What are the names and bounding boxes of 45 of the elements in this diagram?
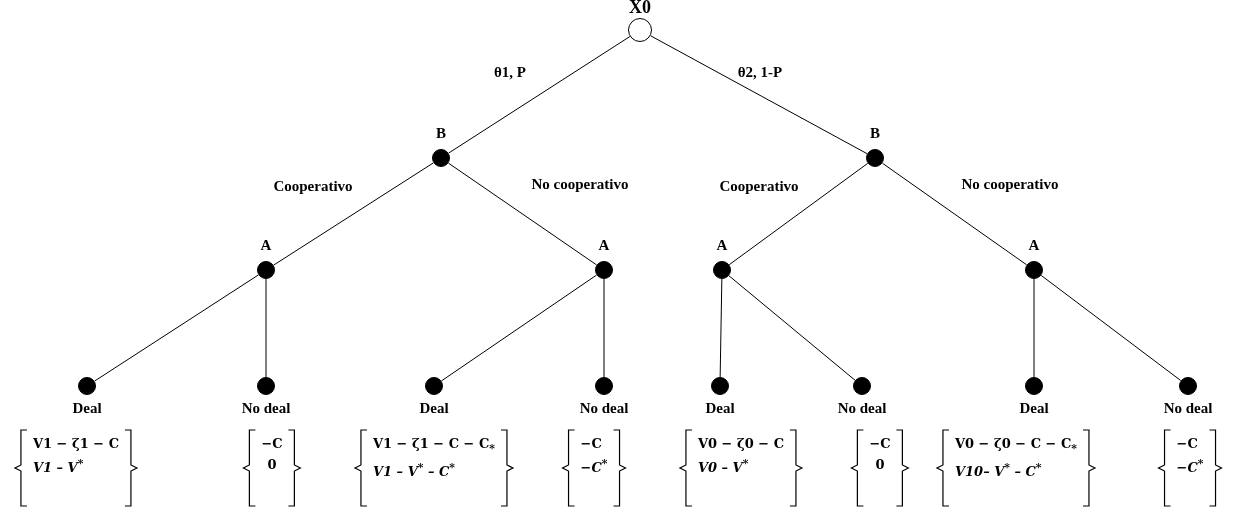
payoff-value: V10– V$^{*}$ – C$^{*}$ [954, 460, 1042, 479]
payoff-value: V0 – V$^{*}$ [697, 457, 749, 476]
payoff-value: −C [580, 436, 602, 451]
node-label: No deal [1163, 400, 1213, 417]
node-label: A [1028, 237, 1040, 254]
node-label: A [598, 237, 610, 254]
node-label: Deal [1019, 400, 1049, 417]
payoff-value: −C$^{*}$ [580, 457, 608, 476]
payoff-value: V1 – V$^{*}$ [32, 457, 84, 476]
payoff-value: V1 − ζ1 − C [32, 436, 120, 451]
branch-line [728, 275, 856, 381]
branch-line [447, 162, 598, 266]
node-label: Deal [419, 400, 449, 417]
payoff-value: −C [261, 436, 283, 451]
branch-line [94, 274, 259, 382]
branch-line [719, 278, 723, 378]
node-label: No deal [837, 400, 887, 417]
node-label: No deal [241, 400, 291, 417]
node-label: B [870, 125, 880, 142]
payoff-value: −C$^{*}$ [1176, 457, 1204, 476]
node-label: A [260, 237, 272, 254]
payoff-value: 0 [267, 457, 277, 472]
branch-line [881, 162, 1028, 266]
branch-line [603, 278, 605, 378]
payoff-value: V0 − ζ0 − C [697, 436, 785, 451]
node-label: X0 [629, 0, 651, 18]
payoff-value: V1 − ζ1 − C − C$_{*}$ [372, 436, 496, 455]
branch-line [440, 274, 598, 382]
payoff-value: 0 [875, 457, 885, 472]
branch-line [1040, 274, 1182, 382]
branch-line [650, 35, 868, 155]
payoff-value: V1 – V$^{*}$ – C$^{*}$ [372, 460, 455, 479]
payoff-value: −C [869, 436, 891, 451]
branch-line [265, 278, 267, 378]
node-label: Deal [72, 400, 102, 417]
branch-line [728, 162, 869, 266]
branch-line [1033, 278, 1035, 378]
node-label: Deal [705, 400, 735, 417]
payoff-value: −C [1176, 436, 1198, 451]
node-label: No deal [579, 400, 629, 417]
payoff-value: V0 − ζ0 − C − C$_{*}$ [954, 436, 1078, 455]
branch-line [273, 162, 434, 266]
branch-line [448, 36, 631, 154]
node-label: A [716, 237, 728, 254]
node-label: B [436, 125, 446, 142]
